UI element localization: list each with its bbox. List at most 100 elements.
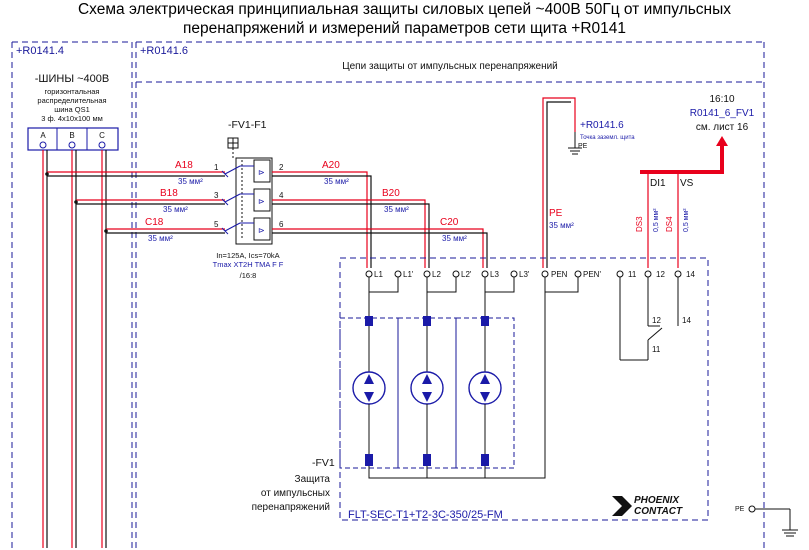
arrestor-l3 [468, 316, 502, 466]
wire-b18-label: B18 [160, 188, 178, 199]
spd-terminal-l2p [452, 270, 460, 278]
spd-terminal-l3 [481, 270, 489, 278]
wire-a18-cross: 35 мм² [178, 177, 203, 186]
wire-pe-label: PE [549, 208, 563, 219]
busbar-desc-2: распределительная [37, 96, 106, 105]
breaker-model: Tmax XT2H TMA F F [213, 260, 284, 269]
busbar-box [27, 127, 119, 151]
contact-label-14: 14 [682, 316, 691, 325]
spd-outline [339, 257, 709, 521]
spd-device: L1 L1' L2 L2' L3 L3' PEN PEN' 11 12 14 [252, 257, 709, 521]
phase-label-b: B [69, 131, 74, 140]
spd-desc-2: от импульсных [261, 488, 330, 499]
wire-a20-cross: 35 мм² [324, 177, 349, 186]
spd-label-l1: L1 [374, 270, 383, 279]
spd-label-l3: L3 [490, 270, 499, 279]
busbar-desc-3: шина QS1 [54, 105, 90, 114]
left-frame-ref: +R0141.4 [16, 45, 64, 57]
spd-terminal-pen [541, 270, 549, 278]
breaker-rating: In=125A, Ics=70kA [216, 251, 279, 260]
wire-c20-label: C20 [440, 217, 459, 228]
pe-label: PE [578, 143, 588, 150]
spd-terminal-12 [644, 270, 652, 278]
phase-label-a: A [40, 131, 46, 140]
contact-label-11: 11 [652, 345, 661, 354]
wire-b20-cross: 35 мм² [384, 205, 409, 214]
cross-ref-name: R0141_6_FV1 [690, 108, 755, 119]
wire-b18-cross: 35 мм² [163, 205, 188, 214]
spd-terminal-l1 [365, 270, 373, 278]
pe-ground-point: +R0141.6 Точка заземл. щита PE [568, 120, 635, 155]
breaker-terminal-4: 4 [279, 191, 284, 200]
breaker-terminal-6: 6 [279, 220, 284, 229]
spd-label-l3p: L3' [519, 270, 530, 279]
spd-terminal-14 [674, 270, 682, 278]
svg-text:⊳: ⊳ [258, 226, 265, 235]
breaker-fv1-f1: -FV1-F1 ⊳ ⊳ ⊳ 1 3 5 2 [213, 119, 284, 280]
spd-terminal-penp [574, 270, 582, 278]
breaker-tag: -FV1-F1 [228, 119, 267, 131]
arrestor-l2 [410, 316, 444, 466]
busbar-terminal-c [98, 141, 106, 149]
title-line-1: Схема электрическая принципиальная защит… [77, 1, 732, 18]
cross-ref-pos: 16:10 [709, 94, 734, 105]
brand-line-2: CONTACT [634, 506, 683, 517]
wire-a18-label: A18 [175, 160, 193, 171]
left-frame [11, 41, 133, 548]
wire-ds3-cross: 0,5 мм² [653, 208, 660, 232]
wire-c18-label: C18 [145, 217, 164, 228]
main-frame-ref: +R0141.6 [140, 45, 188, 57]
spd-model: FLT-SEC-T1+T2-3C-350/25-FM [348, 509, 503, 521]
svg-text:⊳: ⊳ [258, 197, 265, 206]
spd-terminal-l1p [394, 270, 402, 278]
phoenix-contact-logo: PHOENIX CONTACT [612, 495, 683, 517]
cross-ref-sheet: см. лист 16 [696, 122, 749, 133]
cross-reference: 16:10 R0141_6_FV1 см. лист 16 DI1 VS DS3… [635, 94, 755, 268]
spd-label-12: 12 [656, 270, 665, 279]
busbar-terminal-b [68, 141, 76, 149]
spd-label-14: 14 [686, 270, 695, 279]
pe-note: Точка заземл. щита [580, 135, 635, 141]
busbar-title: -ШИНЫ ~400В [35, 73, 110, 85]
arrestor-l1 [352, 316, 386, 466]
wire-pe-cross: 35 мм² [549, 221, 574, 230]
contact-label-12: 12 [652, 316, 661, 325]
spd-tag: -FV1 [312, 457, 335, 469]
brand-line-1: PHOENIX [634, 495, 680, 506]
main-frame-header: Цепи защиты от импульсных перенапряжений [342, 61, 558, 72]
spd-terminal-l3p [510, 270, 518, 278]
spd-label-11: 11 [628, 270, 637, 279]
busbar-block: -ШИНЫ ~400В горизонтальная распределител… [27, 73, 119, 548]
external-pe-terminal: PE [735, 505, 798, 537]
spd-label-penp: PEN' [583, 270, 601, 279]
breaker-terminal-1: 1 [214, 163, 219, 172]
main-frame [135, 41, 765, 548]
wire-a20-label: A20 [322, 160, 340, 171]
breaker-terminal-5: 5 [214, 220, 219, 229]
spd-label-l2: L2 [432, 270, 441, 279]
busbar-terminal-a [39, 141, 47, 149]
signal-di1: DI1 [650, 178, 666, 189]
input-wires [47, 171, 225, 234]
signal-cable [640, 140, 724, 174]
diagram-title: Схема электрическая принципиальная защит… [0, 0, 809, 38]
pe-ref: +R0141.6 [580, 120, 624, 131]
spd-terminal-l2 [423, 270, 431, 278]
svg-text:⊳: ⊳ [258, 168, 265, 177]
wire-ds3-label: DS3 [635, 216, 644, 232]
output-wires [272, 171, 488, 268]
wire-ds4-label: DS4 [665, 216, 674, 232]
pe-wire [542, 97, 576, 268]
busbar-desc-1: горизонтальная [45, 87, 100, 96]
spd-desc-3: перенапряжений [252, 502, 330, 513]
phase-label-c: C [99, 131, 105, 140]
spd-label-l1p: L1' [403, 270, 414, 279]
breaker-terminal-2: 2 [279, 163, 284, 172]
spd-label-pen: PEN [551, 270, 568, 279]
spd-terminal-11 [616, 270, 624, 278]
spd-label-l2p: L2' [461, 270, 472, 279]
busbar-desc-4: 3 ф. 4x10x100 мм [41, 114, 103, 123]
title-line-2: перенапряжений и измерений параметров се… [182, 20, 627, 37]
breaker-terminal-3: 3 [214, 191, 219, 200]
